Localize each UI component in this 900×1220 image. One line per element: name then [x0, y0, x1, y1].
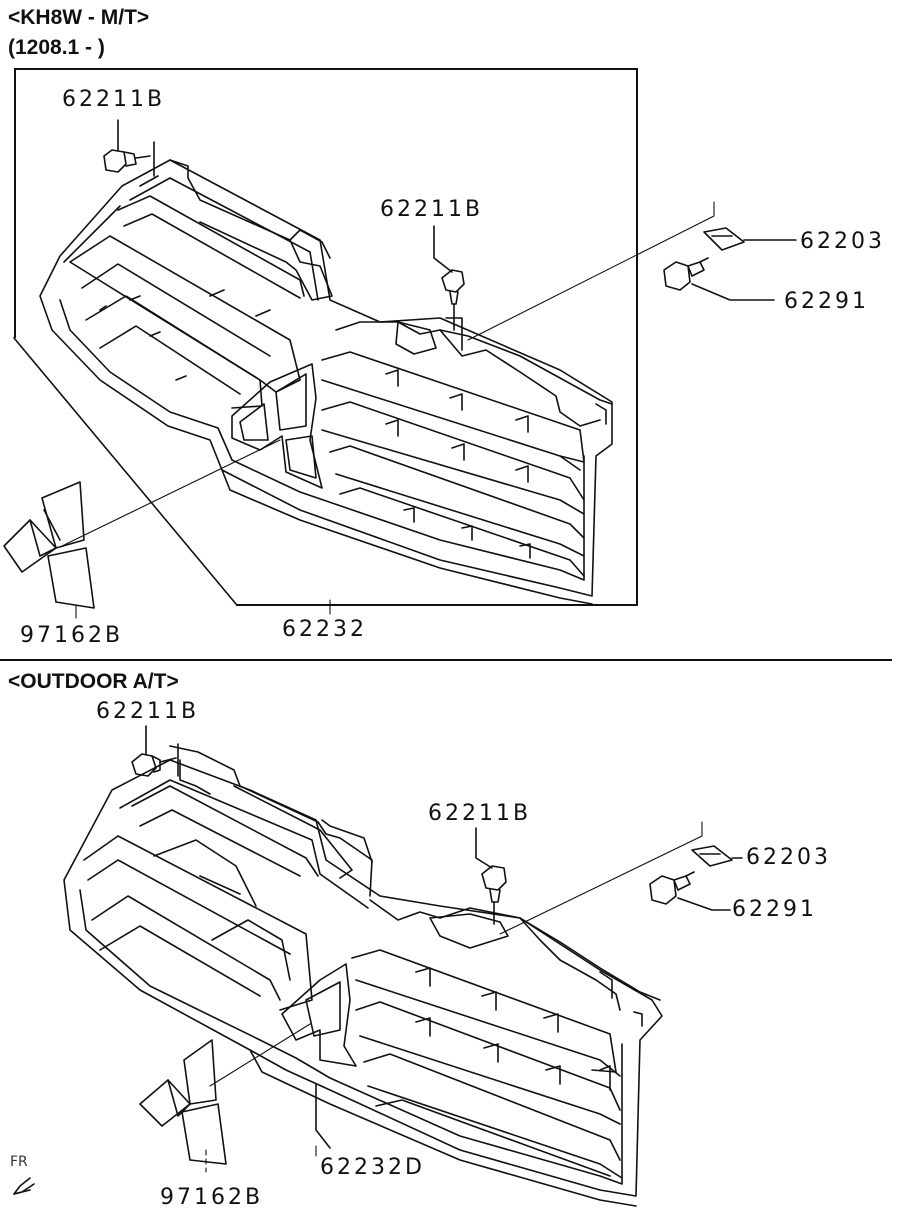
section1-bolt-62291 — [664, 258, 774, 300]
section1-emblem-97162B — [4, 482, 94, 608]
section2-label-clip-center: 62211B — [428, 801, 532, 826]
section2-model-header: <OUTDOOR A/T> — [8, 670, 179, 693]
section1-label-emblem: 97162B — [20, 623, 124, 648]
section1-grille-assembly — [14, 160, 612, 604]
section1-date-header: (1208.1 - ) — [8, 36, 105, 59]
section1-nut-62203 — [704, 228, 796, 250]
section2-label-emblem: 97162B — [160, 1185, 264, 1210]
front-marker-label: FR — [10, 1154, 28, 1170]
section2-bolt-62291 — [650, 872, 730, 910]
section1-label-clip-center: 62211B — [380, 197, 484, 222]
section2-clip-left — [132, 726, 178, 776]
section2-label-clip-left: 62211B — [96, 699, 200, 724]
section1-clip-center — [434, 226, 464, 350]
section-divider — [0, 659, 892, 661]
section2-grille-assembly — [64, 746, 662, 1206]
front-direction-arrow-icon — [14, 1178, 34, 1194]
section1-clip-left — [104, 120, 158, 186]
section2-clip-center — [476, 828, 506, 924]
section2-nut-62203 — [692, 846, 742, 866]
section1-label-clip-left: 62211B — [62, 87, 166, 112]
section1-label-nut: 62203 — [800, 229, 885, 254]
section1-label-bolt: 62291 — [784, 289, 869, 314]
section1-leader-lines — [62, 202, 714, 618]
section2-label-bolt: 62291 — [732, 897, 817, 922]
section2-emblem-97162B — [140, 1040, 226, 1164]
section1-label-grille: 62232 — [282, 617, 367, 642]
section2-label-grille: 62232D — [320, 1155, 425, 1180]
section2-label-nut: 62203 — [746, 845, 831, 870]
section1-model-header: <KH8W - M/T> — [8, 6, 150, 29]
